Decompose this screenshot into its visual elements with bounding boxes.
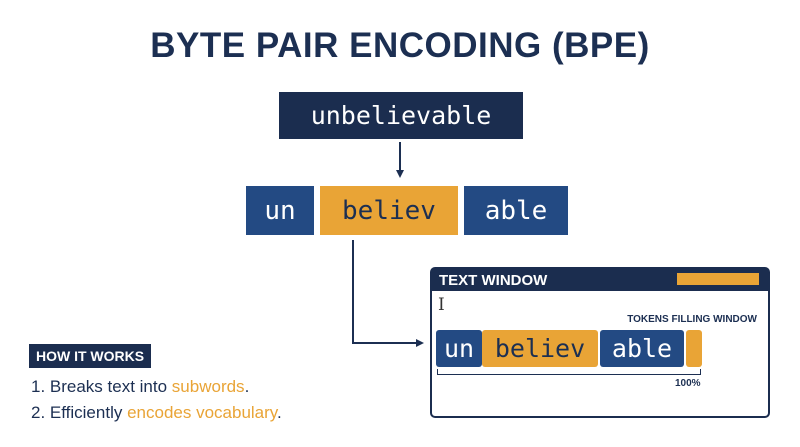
tokens-filling-label: TOKENS FILLING WINDOW: [627, 314, 757, 325]
step-2: 2. Efficiently encodes vocabulary.: [31, 403, 282, 422]
text-window: TEXT WINDOW I TOKENS FILLING WINDOW un b…: [430, 267, 770, 418]
input-word-box: unbelievable: [279, 92, 523, 139]
text-window-title: TEXT WINDOW: [439, 271, 548, 289]
token-un: un: [246, 186, 314, 235]
how-it-works-heading: HOW IT WORKS: [29, 344, 152, 368]
progress-bar: [677, 273, 759, 285]
fill-bracket: [437, 369, 701, 375]
token-able: able: [464, 186, 568, 235]
window-token-partial: [686, 330, 702, 367]
arrow-to-window: [352, 240, 424, 347]
window-token-believ: believ: [482, 330, 598, 367]
step-1: 1. Breaks text into subwords.: [31, 377, 250, 396]
window-token-un: un: [436, 330, 482, 367]
window-token-able: able: [600, 330, 684, 367]
text-cursor-icon: I: [438, 295, 445, 315]
token-believ: believ: [320, 186, 458, 235]
fill-percent: 100%: [675, 378, 701, 389]
progress-bar-fill: [678, 274, 758, 284]
page-title: BYTE PAIR ENCODING (BPE): [150, 26, 650, 65]
text-window-header: TEXT WINDOW: [432, 269, 768, 291]
